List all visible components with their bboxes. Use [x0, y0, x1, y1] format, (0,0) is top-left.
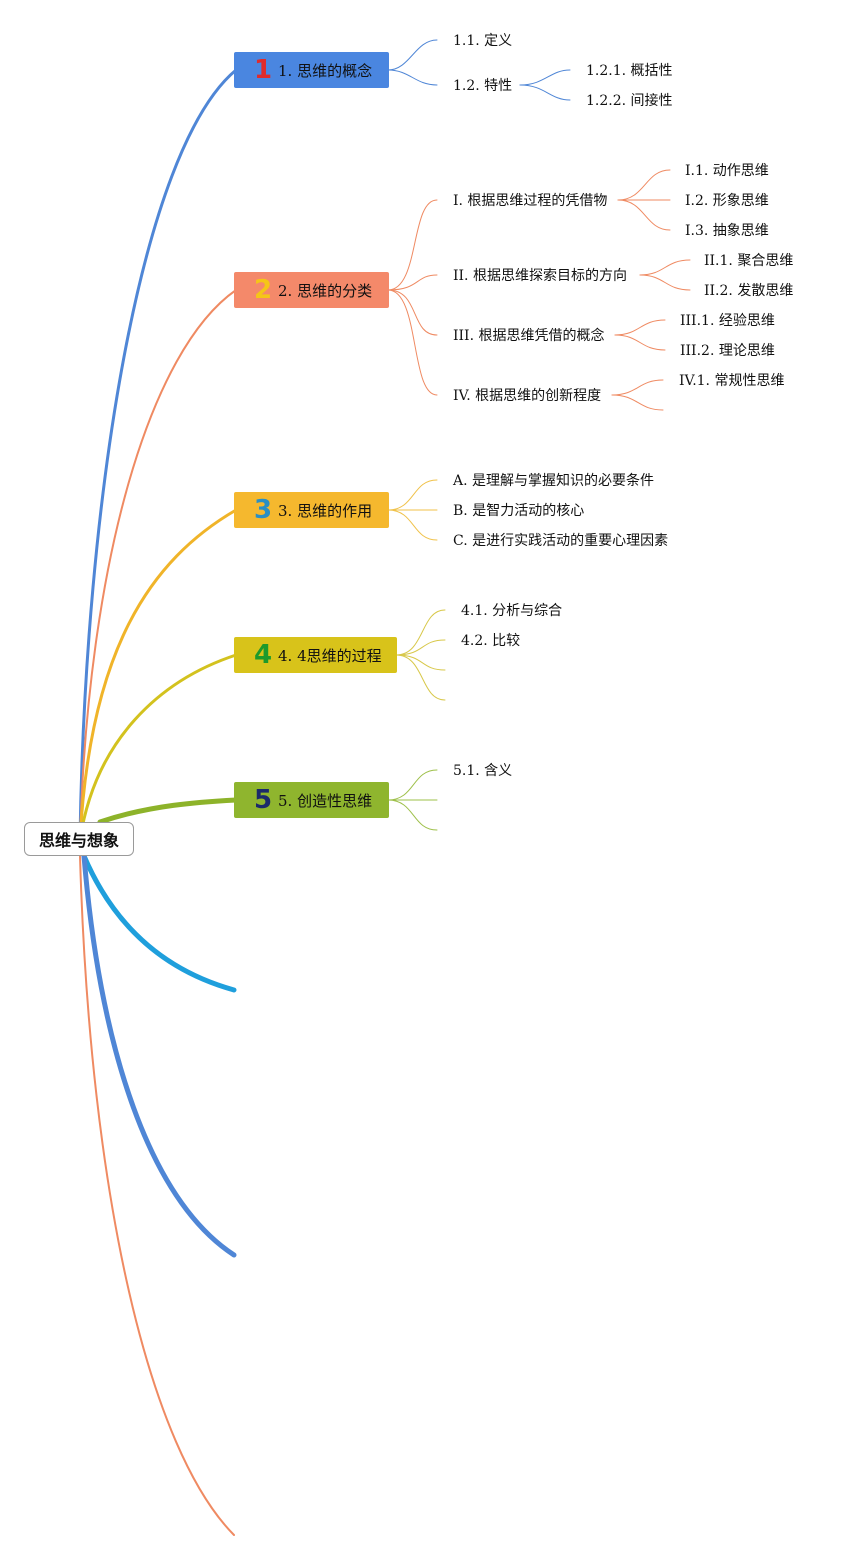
t4-connectors: [395, 609, 446, 701]
topic-5-label: 5. 创造性思维: [278, 791, 373, 810]
branch-line-3: [78, 508, 238, 842]
number-4-icon: 4: [253, 640, 273, 670]
topic-1-node[interactable]: 1 1. 思维的概念: [234, 52, 389, 88]
subtopic-2-4-1[interactable]: IV.1. 常规性思维: [679, 373, 785, 389]
t2-connectors: [387, 169, 691, 411]
branch-line-8: [79, 855, 235, 1536]
subtopic-1-2-2[interactable]: 1.2.2. 间接性: [586, 93, 673, 109]
number-3-icon: 3: [253, 495, 273, 525]
subtopic-2-3-2[interactable]: III.2. 理论思维: [680, 343, 775, 359]
subtopic-3-c[interactable]: C. 是进行实践活动的重要心理因素: [453, 533, 669, 549]
subtopic-2-1-3[interactable]: I.3. 抽象思维: [685, 223, 769, 239]
subtopic-1-2-1[interactable]: 1.2.1. 概括性: [586, 63, 673, 79]
subtopic-4-2[interactable]: 4.2. 比较: [461, 633, 521, 649]
number-5-icon: 5: [253, 785, 273, 815]
branch-line-7: [81, 853, 237, 1258]
subtopic-3-a[interactable]: A. 是理解与掌握知识的必要条件: [453, 473, 655, 489]
topic-2-label: 2. 思维的分类: [278, 281, 373, 300]
subtopic-1-2[interactable]: 1.2. 特性: [453, 78, 513, 94]
root-label: 思维与想象: [38, 831, 119, 850]
topic-3-label: 3. 思维的作用: [278, 501, 373, 520]
branch-line-6: [81, 853, 237, 993]
branch-line-4: [78, 653, 238, 842]
branch-line-5: [97, 797, 239, 825]
topic-1-label: 1. 思维的概念: [278, 61, 373, 80]
subtopic-5-1[interactable]: 5.1. 含义: [453, 763, 513, 779]
topic-3-node[interactable]: 3 3. 思维的作用: [234, 492, 389, 528]
subtopic-2-2-1[interactable]: II.1. 聚合思维: [704, 253, 794, 269]
topic-2-node[interactable]: 2 2. 思维的分类: [234, 272, 389, 308]
root-node[interactable]: 思维与想象: [24, 822, 134, 856]
topic-4-node[interactable]: 4 4. 4思维的过程: [234, 637, 397, 673]
number-2-icon: 2: [253, 275, 273, 305]
t5-connectors: [387, 769, 438, 831]
subtopic-2-4[interactable]: IV. 根据思维的创新程度: [453, 388, 602, 404]
branch-line-2: [79, 289, 237, 841]
subtopic-2-2-2[interactable]: II.2. 发散思维: [704, 283, 794, 299]
subtopic-4-1[interactable]: 4.1. 分析与综合: [461, 603, 563, 619]
number-1-icon: 1: [253, 55, 273, 85]
subtopic-2-2[interactable]: II. 根据思维探索目标的方向: [453, 268, 627, 284]
subtopic-2-3-1[interactable]: III.1. 经验思维: [680, 313, 775, 329]
subtopic-3-b[interactable]: B. 是智力活动的核心: [453, 503, 585, 519]
subtopic-2-1-2[interactable]: I.2. 形象思维: [685, 193, 769, 209]
subtopic-2-3[interactable]: III. 根据思维凭借的概念: [453, 328, 605, 344]
topic-4-label: 4. 4思维的过程: [278, 646, 382, 665]
topic-5-node[interactable]: 5 5. 创造性思维: [234, 782, 389, 818]
subtopic-1-1[interactable]: 1.1. 定义: [453, 33, 513, 49]
subtopic-2-1-1[interactable]: I.1. 动作思维: [685, 163, 769, 179]
branch-line-1: [78, 68, 238, 842]
subtopic-2-1[interactable]: I. 根据思维过程的凭借物: [453, 193, 608, 209]
t1-connectors: [387, 39, 571, 101]
t3-connectors: [387, 479, 438, 541]
